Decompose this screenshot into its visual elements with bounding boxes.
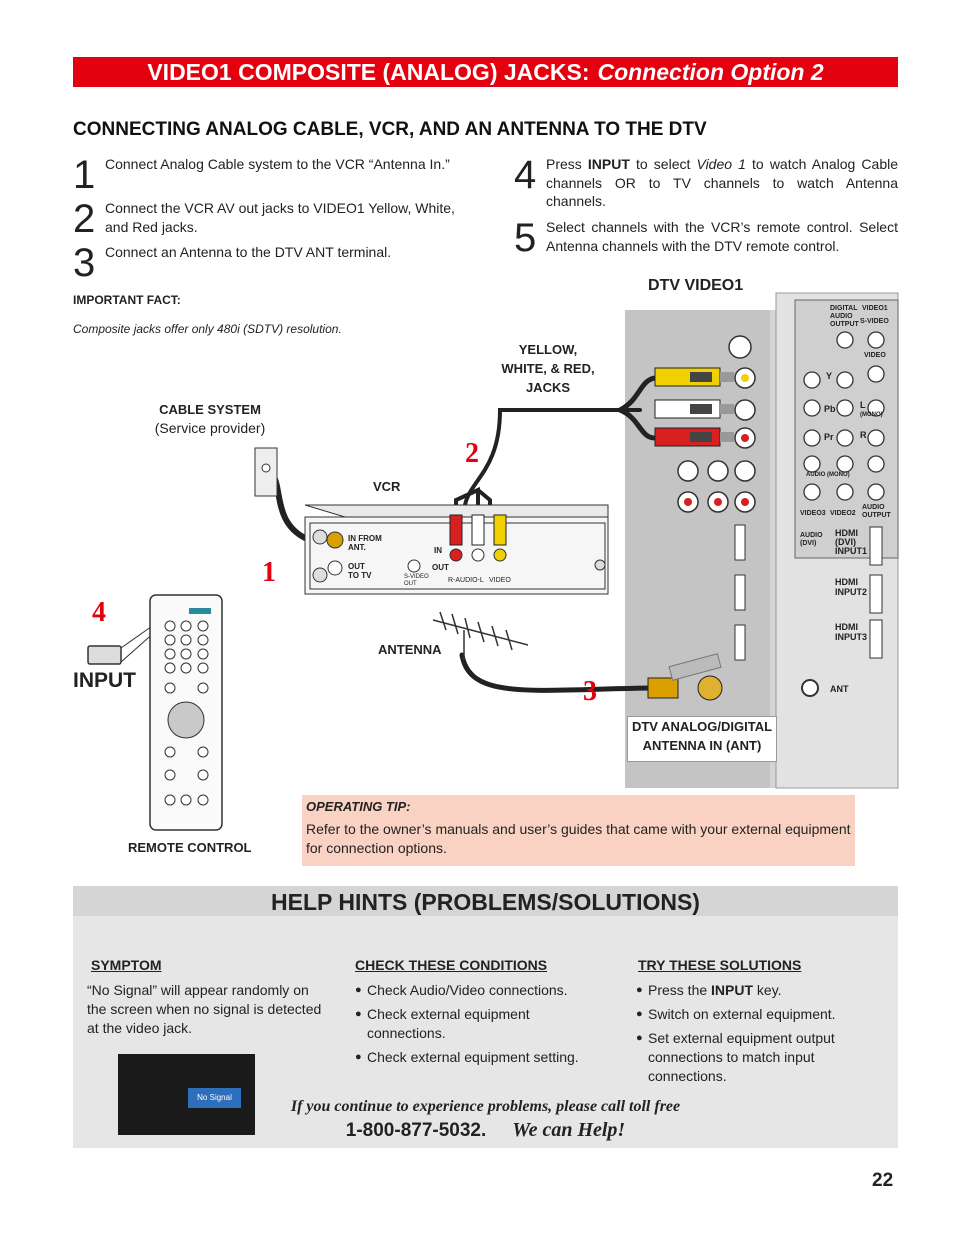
vcr-svideo: S-VIDEO OUT (404, 574, 430, 588)
phone-number: 1-800-877-5032. (346, 1120, 487, 1141)
panel-y: Y (826, 371, 832, 381)
panel-pr: Pr (824, 432, 834, 442)
try-item: Set external equipment output connection… (636, 1029, 876, 1086)
check-item: Check external equipment setting. (355, 1048, 615, 1067)
help-hints-panel: HELP HINTS (PROBLEMS/SOLUTIONS) SYMPTOM … (73, 886, 898, 1148)
remote-control-label: REMOTE CONTROL (128, 838, 252, 857)
panel-l: L (860, 400, 866, 410)
vcr-out-to-tv: OUT TO TV (348, 562, 378, 580)
antenna-label: ANTENNA (378, 640, 442, 659)
we-can-help: We can Help! (512, 1119, 625, 1141)
vcr-label: VCR (373, 477, 400, 496)
jacks-label: YELLOW,WHITE, & RED,JACKS (488, 340, 608, 397)
page-number: 22 (872, 1170, 893, 1192)
panel-digital-audio: DIGITAL AUDIO OUTPUT (830, 305, 860, 329)
check-item: Check Audio/Video connections. (355, 981, 615, 1000)
panel-hdmi2: HDMI INPUT2 (835, 577, 869, 597)
panel-video1: VIDEO1 (862, 305, 888, 312)
marker-2: 2 (465, 438, 479, 469)
antenna-drawing (433, 612, 528, 660)
vcr-video: VIDEO (489, 577, 511, 584)
marker-4: 4 (92, 597, 106, 628)
help-hints-title: HELP HINTS (PROBLEMS/SOLUTIONS) (73, 886, 898, 916)
panel-video3: VIDEO3 (800, 510, 826, 517)
try-item: Press the INPUT key. (636, 981, 886, 1000)
panel-mono: (MONO) (860, 412, 883, 418)
cable-system-label: CABLE SYSTEM (Service provider) (150, 400, 270, 438)
symptom-text: “No Signal” will appear randomly on the … (87, 981, 327, 1038)
operating-tip-text: Refer to the owner’s manuals and user’s … (306, 820, 851, 857)
operating-tip-heading: OPERATING TIP: (306, 799, 851, 814)
vcr-out: OUT (432, 563, 449, 572)
try-heading: TRY THESE SOLUTIONS (638, 957, 801, 973)
vcr-audio: R-AUDIO-L (448, 577, 484, 584)
remote-control-drawing (150, 595, 222, 830)
vcr-in: IN (434, 546, 442, 555)
panel-video2: VIDEO2 (830, 510, 856, 517)
check-item: Check external equipment connections. (355, 1005, 585, 1043)
panel-hdmi1: HDMI (DVI) INPUT1 (835, 529, 869, 556)
panel-pb: Pb (824, 404, 836, 414)
operating-tip: OPERATING TIP: Refer to the owner’s manu… (302, 795, 855, 866)
panel-ant: ANT (830, 684, 849, 694)
panel-svideo: S-VIDEO (860, 318, 889, 325)
try-item: Switch on external equipment. (636, 1005, 886, 1024)
symptom-heading: SYMPTOM (91, 957, 162, 973)
input-label: INPUT (73, 669, 136, 693)
panel-r: R (860, 430, 867, 440)
marker-3: 3 (583, 676, 597, 707)
marker-1: 1 (262, 557, 276, 588)
call-line-2: 1-800-877-5032. We can Help! (73, 1119, 898, 1142)
panel-hdmi3: HDMI INPUT3 (835, 622, 869, 642)
dtv-video1-label: DTV VIDEO1 (648, 276, 743, 295)
call-line-1: If you continue to experience problems, … (73, 1098, 898, 1116)
vcr-in-from-ant: IN FROM ANT. (348, 534, 388, 552)
check-heading: CHECK THESE CONDITIONS (355, 957, 547, 973)
panel-audio-output: AUDIO OUTPUT (862, 504, 892, 520)
panel-audio-mono: AUDIO (MONO) (806, 472, 850, 478)
panel-audio-dvi: AUDIO (DVI) (800, 532, 825, 548)
panel-video: VIDEO (864, 352, 886, 359)
